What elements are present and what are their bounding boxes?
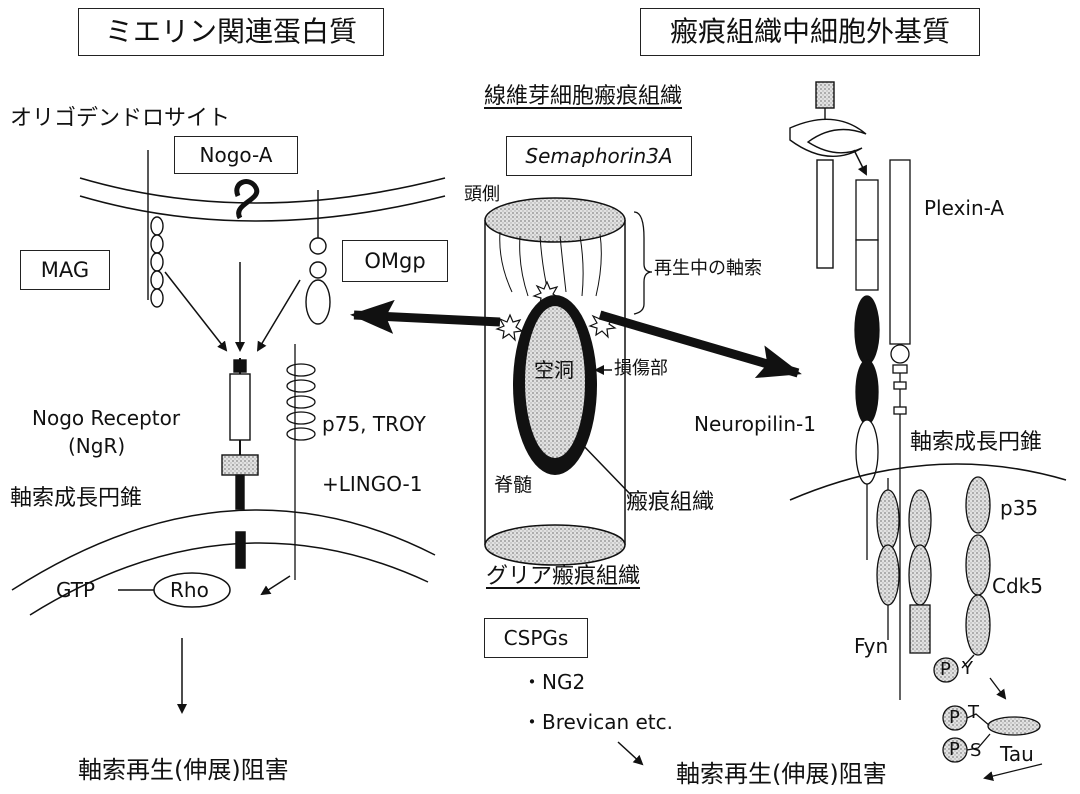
serine-label: S (970, 742, 981, 760)
ng2-label: ・NG2 (522, 672, 585, 692)
right-panel-title: 瘢痕組織中細胞外基質 (640, 8, 980, 56)
rho-signal (118, 532, 290, 712)
regenerating-axons-bracket (634, 212, 652, 314)
semaphorin-binding-arrow (854, 150, 866, 174)
fyn-label: Fyn (854, 636, 888, 656)
arrow-to-left (354, 315, 500, 322)
p75-troy-label: p75, TROY (322, 414, 426, 434)
nogo-receptor (222, 358, 258, 509)
omgp-label: OMgp (342, 240, 448, 282)
gtp-label: GTP (56, 580, 95, 600)
phospho-p-label-1: P (940, 661, 951, 679)
tyrosine-label: Y (962, 660, 973, 678)
omgp-molecule (306, 190, 330, 324)
p35-label: p35 (1000, 498, 1038, 518)
mag-label: MAG (20, 250, 110, 290)
nogo-a-molecule (237, 182, 257, 218)
oligodendrocyte-label: オリゴデンドロサイト (10, 108, 230, 130)
tau-label: Tau (1000, 744, 1034, 764)
center-outcome-label: 軸索再生(伸展)阻害 (676, 762, 887, 786)
injury-site-label: 損傷部 (614, 360, 668, 378)
nogo-a-label: Nogo-A (174, 136, 298, 174)
plexin-a-molecule (890, 160, 910, 700)
scar-tissue-pointer (578, 440, 632, 496)
neuropilin-label: Neuropilin-1 (694, 414, 816, 434)
phospho-p-label-3: P (949, 741, 960, 759)
lingo-label: +LINGO-1 (322, 474, 423, 494)
glial-scar-label: グリア瘢痕組織 (486, 566, 640, 588)
rostral-label: 頭側 (464, 186, 500, 204)
phospho-p-label-2: P (949, 709, 960, 727)
spinal-cord-label: 脊髄 (494, 476, 532, 495)
center-outcome-arrow (618, 742, 642, 764)
regenerating-axons-label: 再生中の軸索 (654, 260, 762, 278)
fyn-kinase (877, 478, 899, 640)
growth-cone-right-label: 軸索成長円錐 (910, 432, 1042, 454)
cspgs-label: CSPGs (484, 618, 588, 658)
nogo-receptor-label: Nogo Receptor (32, 408, 180, 428)
ngr-label: (NgR) (68, 436, 125, 456)
ligand-arrows (165, 262, 300, 350)
brevican-label: ・Brevican etc. (522, 712, 673, 732)
threonine-label: T (968, 704, 979, 722)
left-outcome-label: 軸索再生(伸展)阻害 (78, 758, 289, 782)
cavity (525, 306, 585, 458)
neuropilin-molecule (855, 180, 879, 560)
oligodendrocyte-membrane (80, 178, 445, 221)
left-panel-title: ミエリン関連蛋白質 (78, 8, 384, 56)
growth-cone-left-label: 軸索成長円錐 (10, 488, 142, 510)
fibroblast-scar-label: 線維芽細胞瘢痕組織 (484, 86, 682, 108)
growth-cone-membrane-right (790, 464, 1066, 500)
scar-tissue-label: 瘢痕組織 (626, 492, 714, 514)
rho-label: Rho (170, 580, 209, 600)
plexin-intracellular-domain (909, 490, 931, 653)
mag-molecule (148, 150, 163, 307)
cdk5-label: Cdk5 (992, 576, 1043, 596)
cavity-label: 空洞 (534, 360, 574, 380)
plexin-a-label: Plexin-A (924, 198, 1004, 218)
p35-cdk5 (962, 477, 990, 668)
semaphorin-ligand (790, 82, 866, 268)
semaphorin-label: Semaphorin3A (506, 136, 692, 176)
